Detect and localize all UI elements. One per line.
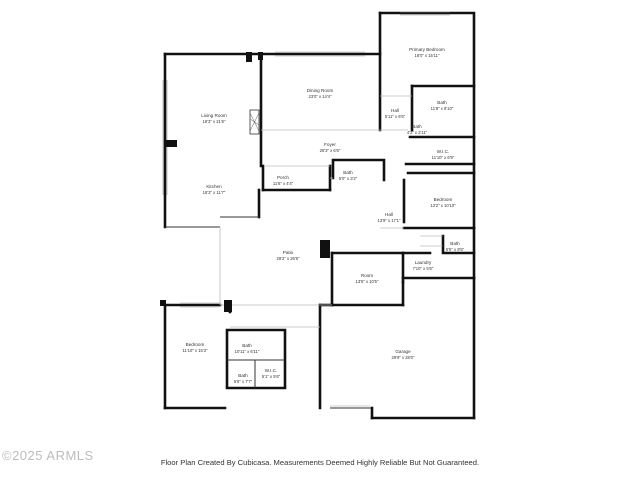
room-dims-guest-bath: 10'11" x 6'11" [235,349,260,354]
room-label-patio: Patio [283,250,294,255]
room-label-guest-wic: W.I.C. [265,368,278,373]
room-labels: Primary Bedroom 18'0" x 15'11" Dining Ro… [183,47,465,384]
room-label-hall-main: Hall [385,212,393,217]
room-dims-guest-small-bath: 5'6" x 7'7" [234,379,253,384]
room-label-hall-bath: Bath [450,241,460,246]
exterior-walls [163,11,476,420]
room-label-kitchen: Kitchen [206,184,222,189]
room-label-guest-bedroom: Bedroom [186,342,205,347]
room-dims-garage: 29'9" x 28'0" [392,355,415,360]
room-label-garage: Garage [395,349,411,354]
room-dims-guest-wic: 5'1" x 5'6" [262,374,281,379]
room-dims-hall-bath: 5'5" x 9'5" [446,247,465,252]
room-label-bedroom-right: Bedroom [434,197,453,202]
room-dims-guest-bedroom: 11'10" x 15'3" [183,348,208,353]
room-label-living-room: Living Room [201,113,227,118]
room-dims-room: 13'5" x 10'5" [356,279,379,284]
room-label-guest-bath: Bath [242,343,252,348]
room-label-dining-room: Dining Room [307,88,334,93]
room-dims-kitchen: 18'3" x 11'7" [203,190,226,195]
fireplace-icon [249,109,260,135]
floor-plan-credit: Floor Plan Created By Cubicasa. Measurem… [160,458,480,467]
structural-columns [160,52,330,312]
room-dims-small-bath: 4'3" x 2'11" [407,130,428,135]
room-label-guest-small-bath: Bath [238,373,248,378]
room-label-foyer: Foyer [324,142,336,147]
room-dims-patio: 29'2" x 26'8" [277,256,300,261]
interior-partitions [162,11,450,407]
room-dims-primary-bedroom: 18'0" x 15'11" [415,53,440,58]
room-dims-foyer: 28'3" x 6'6" [320,148,341,153]
room-dims-living-room: 18'3" x 21'6" [203,119,226,124]
room-label-porch: Porch [277,175,289,180]
room-label-room: Room [361,273,373,278]
room-dims-primary-bath: 11'8" x 9'10" [431,106,454,111]
room-dims-porch: 11'6" x 4'4" [273,181,294,186]
room-dims-laundry: 7'10" x 5'6" [413,266,434,271]
room-dims-hall-main: 13'9" x 17'1" [378,218,401,223]
room-dims-foyer-bath: 5'0" x 3'2" [339,176,358,181]
room-dims-primary-wic: 11'10" x 6'9" [432,155,455,160]
room-label-primary-bath: Bath [437,100,447,105]
room-label-primary-wic: W.I.C. [437,149,450,154]
room-label-foyer-bath: Bath [343,170,353,175]
room-dims-hall-upper: 5'11" x 6'5" [385,114,406,119]
room-dims-dining-room: 23'0" x 14'4" [309,94,332,99]
room-label-small-bath: Bath [412,124,422,129]
room-dims-bedroom-right: 13'2" x 10'10" [430,203,456,208]
room-label-primary-bedroom: Primary Bedroom [409,47,445,52]
mls-watermark: ©2025 ARMLS [2,448,94,463]
room-label-laundry: Laundry [415,260,432,265]
room-label-hall-upper: Hall [391,108,399,113]
